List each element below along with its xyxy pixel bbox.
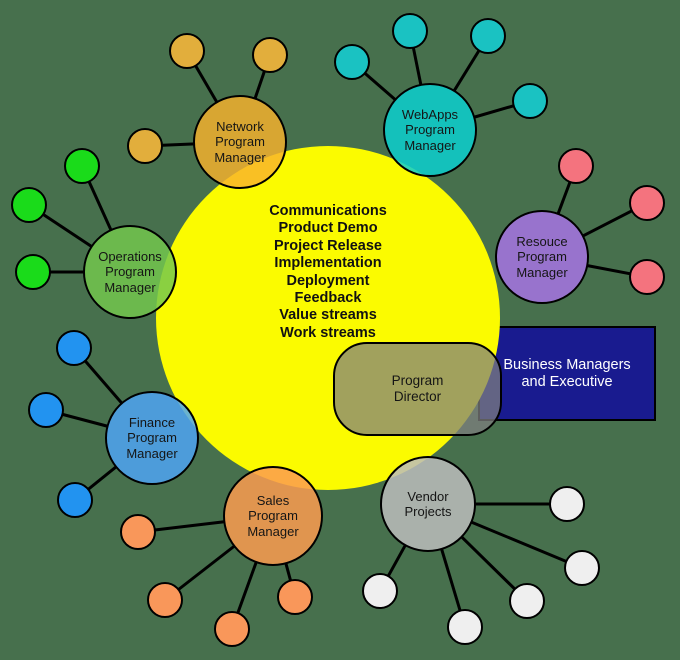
hub-item: Implementation bbox=[274, 255, 382, 272]
satellite-resource-3 bbox=[629, 259, 665, 295]
satellite-resource-1 bbox=[558, 148, 594, 184]
node-label-line: Manager bbox=[247, 523, 299, 539]
node-label-line: Program bbox=[248, 508, 298, 524]
node-label-line: Finance bbox=[128, 414, 176, 430]
satellite-vendor-3 bbox=[509, 583, 545, 619]
satellite-vendor-5 bbox=[362, 573, 398, 609]
satellite-operations-2 bbox=[11, 187, 47, 223]
node-label-line: Manager bbox=[404, 137, 456, 153]
satellite-resource-2 bbox=[629, 185, 665, 221]
node-label-line: Program bbox=[405, 122, 455, 138]
business-managers-label-line: Business Managers bbox=[503, 356, 631, 373]
satellite-finance-3 bbox=[57, 482, 93, 518]
satellite-sales-3 bbox=[214, 611, 250, 647]
hub-circle: Communications Product Demo Project Rele… bbox=[156, 146, 500, 490]
satellite-sales-1 bbox=[120, 514, 156, 550]
node-label-line: WebApps bbox=[401, 106, 459, 122]
node-label-line: Manager bbox=[516, 264, 568, 280]
node-label-line: Manager bbox=[126, 445, 178, 461]
satellite-network-1 bbox=[169, 33, 205, 69]
business-managers-box: Business Managers and Executive bbox=[478, 326, 656, 421]
satellite-operations-3 bbox=[15, 254, 51, 290]
node-label-line: Manager bbox=[104, 279, 156, 295]
node-label-line: Operations bbox=[98, 248, 162, 264]
satellite-finance-1 bbox=[56, 330, 92, 366]
satellite-network-2 bbox=[252, 37, 288, 73]
node-label-line: Projects bbox=[404, 504, 452, 519]
satellite-webapps-4 bbox=[512, 83, 548, 119]
program-director-label-line: Director bbox=[393, 389, 442, 404]
program-director-box: Program Director bbox=[333, 342, 502, 436]
satellite-operations-1 bbox=[64, 148, 100, 184]
satellite-sales-4 bbox=[277, 579, 313, 615]
satellite-webapps-2 bbox=[392, 13, 428, 49]
node-label-line: Resouce bbox=[516, 233, 568, 249]
hub-item: Project Release bbox=[273, 237, 382, 254]
node-label-line: Program bbox=[215, 134, 265, 150]
node-label-line: Sales bbox=[256, 492, 290, 508]
node-label-line: Program bbox=[105, 264, 155, 280]
satellite-webapps-3 bbox=[470, 18, 506, 54]
node-label-line: Program bbox=[517, 249, 567, 265]
node-label-line: Network bbox=[216, 118, 264, 134]
business-managers-label-line: and Executive bbox=[521, 373, 613, 390]
hub-item: Communications bbox=[269, 203, 387, 219]
satellite-vendor-4 bbox=[447, 609, 483, 645]
hub-item: Value streams bbox=[279, 307, 377, 324]
hub-activity-list: Communications Product Demo Project Rele… bbox=[156, 203, 500, 342]
program-director-label-line: Program bbox=[391, 373, 444, 388]
node-label-line: Manager bbox=[214, 149, 266, 165]
node-label-line: Program bbox=[127, 430, 177, 446]
hub-item: Product Demo bbox=[278, 220, 378, 237]
hub-item: Feedback bbox=[294, 290, 362, 307]
satellite-vendor-2 bbox=[564, 550, 600, 586]
hub-item: Deployment bbox=[286, 272, 370, 289]
satellite-sales-2 bbox=[147, 582, 183, 618]
satellite-vendor-1 bbox=[549, 486, 585, 522]
hub-item: Work streams bbox=[280, 324, 376, 341]
satellite-finance-2 bbox=[28, 392, 64, 428]
node-label-line: Vendor bbox=[407, 488, 449, 504]
connector-vendor-2 bbox=[469, 520, 583, 570]
satellite-network-3 bbox=[127, 128, 163, 164]
satellite-webapps-1 bbox=[334, 44, 370, 80]
